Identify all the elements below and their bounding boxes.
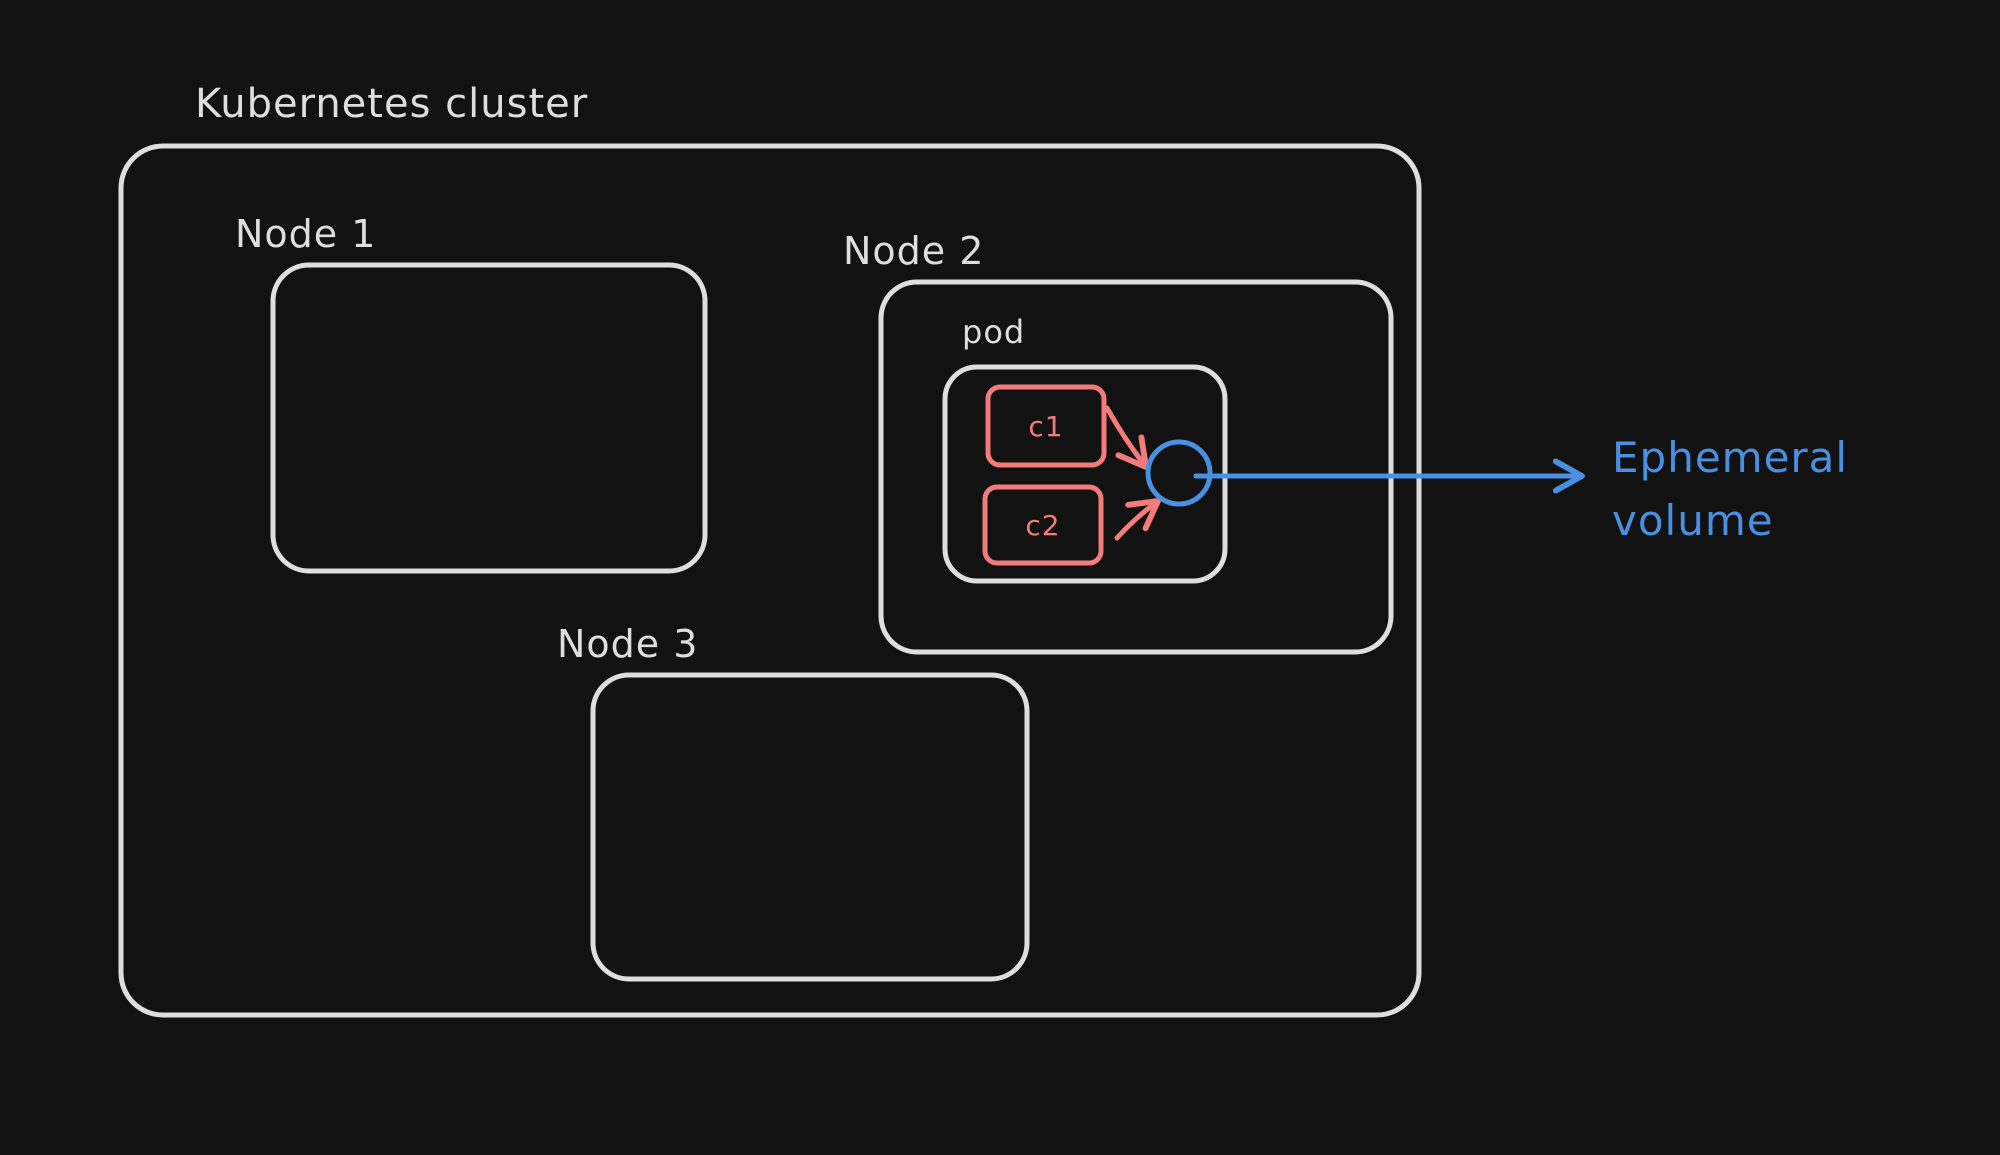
container-c2-label: c2 xyxy=(1025,509,1060,542)
volume-mount-circle xyxy=(1145,439,1213,507)
node-2-label: Node 2 xyxy=(843,229,984,273)
node-1-box xyxy=(270,262,708,574)
pod-label: pod xyxy=(962,313,1025,351)
volume-label-line1: Ephemeral xyxy=(1612,433,1848,482)
container-c1-box xyxy=(985,384,1107,468)
node-3-box xyxy=(590,672,1030,982)
node-1-label: Node 1 xyxy=(235,212,376,256)
c1-to-volume-arrow xyxy=(1104,405,1149,470)
container-c2-box xyxy=(982,484,1104,566)
volume-label-line2: volume xyxy=(1612,496,1774,545)
container-c1-label: c1 xyxy=(1028,410,1063,443)
cluster-box xyxy=(118,143,1422,1018)
node-2-box xyxy=(878,279,1394,655)
node-3-label: Node 3 xyxy=(557,622,698,666)
c2-to-volume-arrow xyxy=(1114,498,1161,541)
cluster-label: Kubernetes cluster xyxy=(195,81,588,127)
